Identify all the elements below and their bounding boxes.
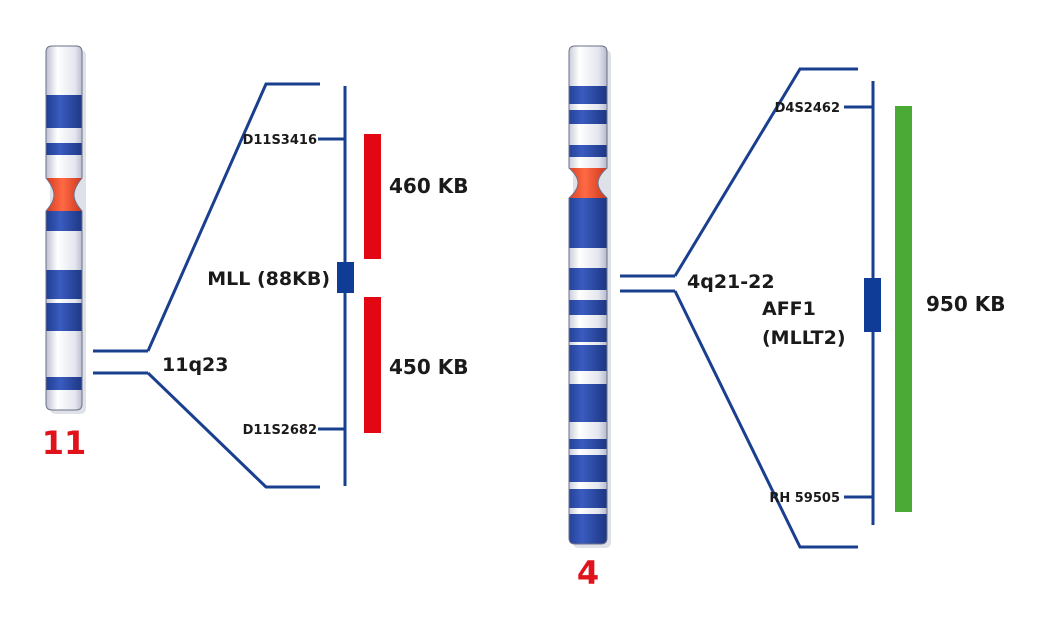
chromosome-11 [45,45,86,414]
chr4-band [569,439,607,449]
probe-size-950kb: 950 KB [926,292,1005,316]
chr4-band [569,145,607,157]
probe-size-450kb: 450 KB [389,355,468,379]
chr11-band [46,211,82,231]
chr4-band [569,328,607,342]
chr4-band [569,300,607,315]
zoom-lines-11 [93,82,320,489]
probe-bar-950kb [895,106,912,512]
gene-box-MLL [337,262,354,293]
zoom-lines-4 [620,67,858,549]
gene-box-AFF1 [864,278,881,332]
chr4-band [569,86,607,104]
chr4-band [569,384,607,422]
chr4-band [569,489,607,508]
marker-D11S2682: D11S2682 [243,423,317,438]
gene-label-AFF1: AFF1 [762,298,816,320]
chr4-band [569,514,607,544]
probe-bar-450kb [364,297,381,433]
marker-D4S2462: D4S2462 [775,101,840,116]
chr11-band [46,270,82,299]
chr4-band [569,110,607,124]
chromosome-4-number: 4 [577,554,599,592]
marker-D11S3416: D11S3416 [243,133,317,148]
chr4-band [569,455,607,482]
chr11-band [46,377,82,390]
chr4-band [569,198,607,248]
band-label-4q21-22: 4q21-22 [687,271,775,293]
band-label-11q23: 11q23 [162,354,228,376]
probe-size-460kb: 460 KB [389,174,468,198]
chr4-band [569,268,607,290]
chr11-band [46,303,82,331]
chromosome-11-number: 11 [42,424,87,462]
probe-bar-460kb [364,134,381,259]
gene-label-MLL: MLL (88KB) [207,268,330,290]
chromosome-4 [568,45,611,548]
gene-label-MLLT2: (MLLT2) [762,327,846,349]
chr4-band [569,345,607,371]
chr11-band [46,143,82,155]
chr11-band [46,95,82,128]
marker-RH59505: RH 59505 [769,491,840,506]
